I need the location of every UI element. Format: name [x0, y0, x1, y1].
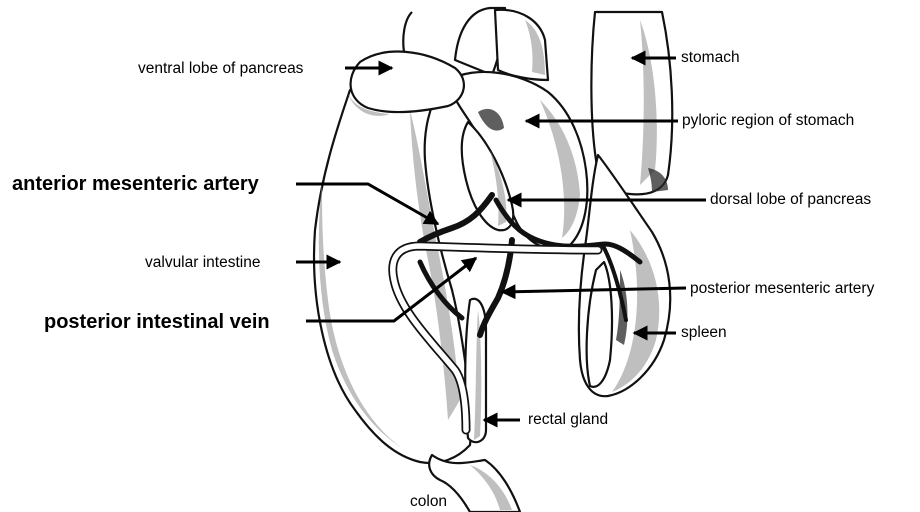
posterior-mesenteric-artery-vessel [480, 240, 512, 335]
label-anterior-mesenteric-artery: anterior mesenteric artery [12, 174, 259, 194]
label-spleen: spleen [681, 325, 727, 341]
label-pyloric-region-of-stomach: pyloric region of stomach [682, 113, 854, 129]
label-ventral-lobe-of-pancreas: ventral lobe of pancreas [138, 61, 303, 77]
label-posterior-mesenteric-artery: posterior mesenteric artery [690, 281, 874, 297]
label-valvular-intestine: valvular intestine [145, 255, 260, 271]
label-posterior-intestinal-vein: posterior intestinal vein [44, 312, 270, 332]
label-rectal-gland: rectal gland [528, 412, 608, 428]
label-colon: colon [410, 494, 447, 510]
label-dorsal-lobe-of-pancreas: dorsal lobe of pancreas [710, 192, 871, 208]
label-stomach: stomach [681, 50, 740, 66]
ventral-pancreas-shape [345, 12, 464, 116]
esophagus-shape [455, 8, 548, 80]
